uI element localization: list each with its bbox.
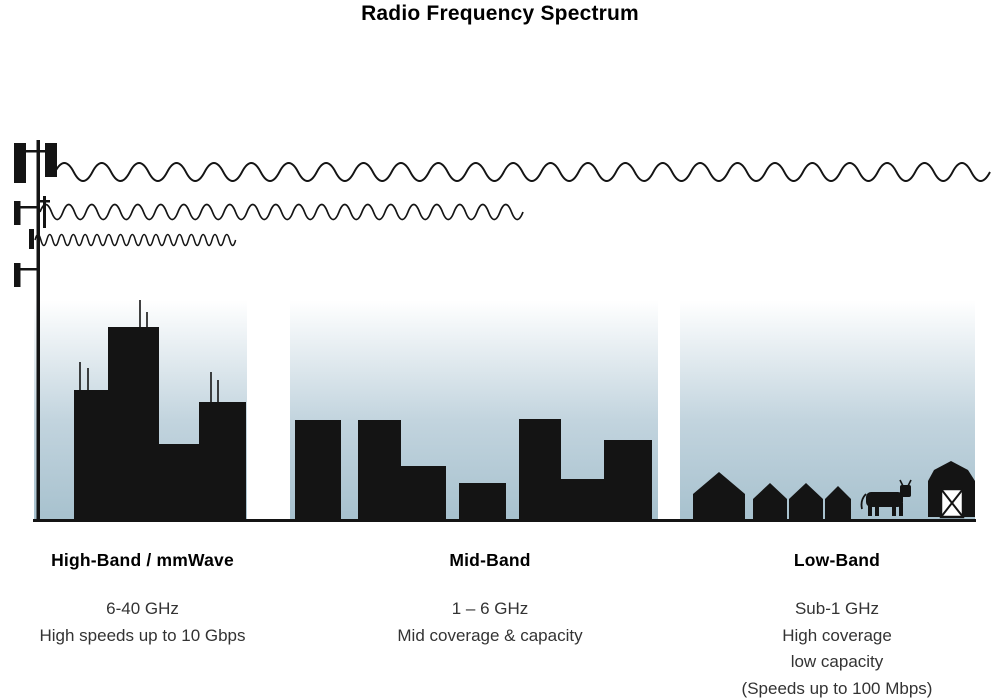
skyscraper-silhouettes bbox=[74, 300, 246, 520]
mid-band-description: Mid coverage & capacity bbox=[397, 625, 583, 645]
page-title: Radio Frequency Spectrum bbox=[361, 2, 639, 25]
high-band-wave bbox=[34, 233, 237, 247]
mid-band-wave bbox=[39, 203, 524, 221]
low-band-wave bbox=[54, 162, 991, 182]
barn-icon bbox=[928, 461, 975, 519]
low-band-description-1: High coverage bbox=[782, 625, 892, 645]
low-band-frequency: Sub-1 GHz bbox=[794, 599, 880, 618]
house-silhouettes bbox=[693, 472, 851, 520]
mid-band-label-group: Mid-Band 1 – 6 GHz Mid coverage & capaci… bbox=[330, 550, 650, 649]
cell-tower-icon bbox=[14, 140, 57, 520]
low-band-heading: Low-Band bbox=[793, 550, 881, 570]
high-band-frequency: 6-40 GHz bbox=[106, 599, 179, 618]
mid-band-frequency: 1 – 6 GHz bbox=[451, 599, 529, 618]
mid-band-heading: Mid-Band bbox=[449, 550, 531, 570]
cow-icon bbox=[860, 479, 912, 516]
low-band-label-group: Low-Band Sub-1 GHz High coverage low cap… bbox=[672, 550, 1000, 700]
radio-waves bbox=[34, 162, 991, 247]
low-band-description-3: (Speeds up to 100 Mbps) bbox=[741, 678, 933, 698]
high-band-description: High speeds up to 10 Gbps bbox=[39, 625, 246, 645]
mid-building-silhouettes bbox=[295, 419, 652, 520]
low-band-description-2: low capacity bbox=[790, 652, 884, 671]
high-band-heading: High-Band / mmWave bbox=[51, 550, 234, 570]
high-band-label-group: High-Band / mmWave 6-40 GHz High speeds … bbox=[10, 550, 275, 649]
